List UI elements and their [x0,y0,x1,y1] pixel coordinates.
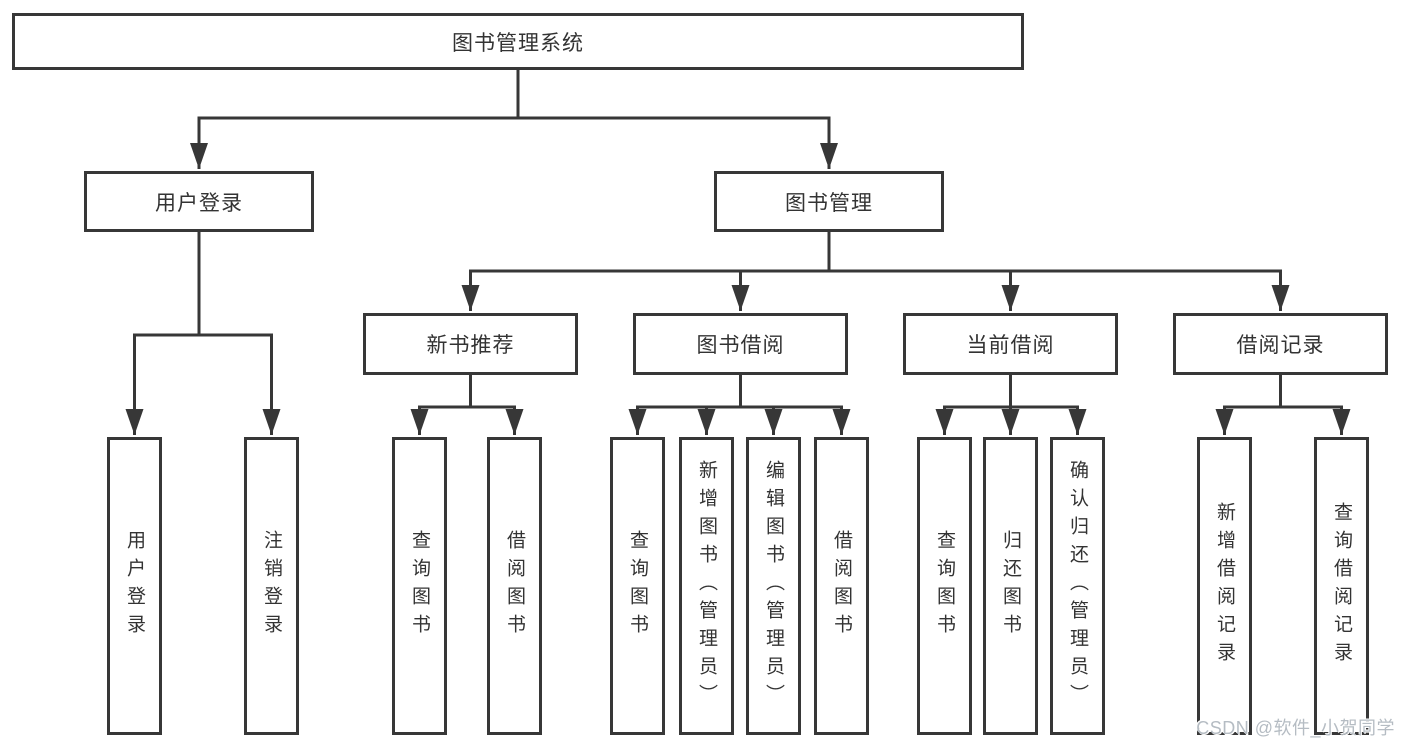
leaf-borrow-books-recommend-label: 借阅图书 [504,530,525,642]
leaf-edit-books-admin-label: 编辑图书（管理员） [763,460,784,712]
leaf-user-login-label: 用户登录 [124,530,145,642]
leaf-confirm-return-admin-label: 确认归还（管理员） [1067,460,1088,712]
leaf-query-books-recommend: 查询图书 [392,437,447,735]
node-user-login-label: 用户登录 [155,191,243,215]
leaf-query-books-borrow-label: 查询图书 [627,530,648,642]
node-library-system-label: 图书管理系统 [452,31,584,55]
node-current-borrowing-label: 当前借阅 [966,334,1055,357]
node-book-borrowing: 图书借阅 [633,313,848,375]
leaf-edit-books-admin: 编辑图书（管理员） [746,437,801,735]
node-current-borrowing: 当前借阅 [903,313,1118,375]
leaf-logout: 注销登录 [244,437,299,735]
node-borrowing-records: 借阅记录 [1173,313,1388,375]
leaf-query-borrow-record-label: 查询借阅记录 [1331,502,1352,670]
node-user-login: 用户登录 [84,171,314,232]
leaf-return-books-label: 归还图书 [1000,530,1021,642]
node-new-book-recommend-label: 新书推荐 [426,334,515,357]
leaf-borrow-books-recommend: 借阅图书 [487,437,542,735]
node-book-management: 图书管理 [714,171,944,232]
node-new-book-recommend: 新书推荐 [363,313,578,375]
leaf-add-books-admin: 新增图书（管理员） [679,437,734,735]
leaf-borrow-books-label: 借阅图书 [831,530,852,642]
leaf-logout-label: 注销登录 [261,530,282,642]
node-borrowing-records-label: 借阅记录 [1236,334,1325,357]
node-book-management-label: 图书管理 [785,191,873,215]
leaf-add-borrow-record: 新增借阅记录 [1197,437,1252,735]
leaf-add-borrow-record-label: 新增借阅记录 [1214,502,1235,670]
leaf-user-login: 用户登录 [107,437,162,735]
leaf-query-books-current-label: 查询图书 [934,530,955,642]
node-book-borrowing-label: 图书借阅 [696,334,785,357]
leaf-query-borrow-record: 查询借阅记录 [1314,437,1369,735]
node-library-system: 图书管理系统 [12,13,1024,70]
leaf-return-books: 归还图书 [983,437,1038,735]
csdn-watermark: CSDN @软件_小贺同学 [1196,718,1395,738]
leaf-add-books-admin-label: 新增图书（管理员） [696,460,717,712]
leaf-query-books-borrow: 查询图书 [610,437,665,735]
leaf-query-books-recommend-label: 查询图书 [409,530,430,642]
leaf-query-books-current: 查询图书 [917,437,972,735]
leaf-borrow-books: 借阅图书 [814,437,869,735]
leaf-confirm-return-admin: 确认归还（管理员） [1050,437,1105,735]
